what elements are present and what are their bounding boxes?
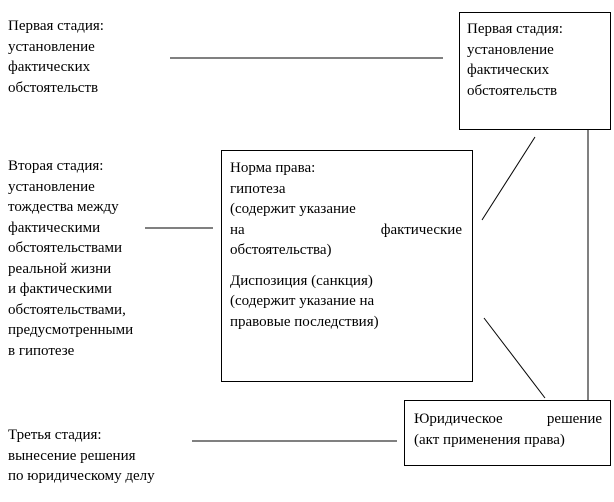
connector-norm-to-decision — [483, 317, 546, 399]
norm-box-disposition-desc: правовые последствия) — [230, 313, 379, 330]
decision-box: Юридическое решение (акт применения прав… — [404, 400, 611, 466]
norm-box: Норма права: гипотеза (содержит указание… — [221, 150, 473, 382]
fact-box-line: установление — [467, 41, 554, 58]
stage2-line: обстоятельствами, — [8, 301, 126, 318]
stage2-line: Вторая стадия: — [8, 158, 104, 174]
norm-box-hypothesis-word: на — [230, 221, 245, 238]
decision-box-word: Юридическое — [414, 411, 503, 427]
stage2-line: и фактическими — [8, 281, 112, 297]
norm-box-hypothesis-desc: (содержит указание — [230, 201, 356, 217]
norm-box-disposition-desc: (содержит указание на — [230, 293, 375, 309]
stage1-line: фактических — [8, 59, 91, 75]
stage2-text: Вторая стадия: установление тождества ме… — [8, 156, 133, 361]
stage2-line: реальной жизни — [8, 260, 112, 277]
stage2-line: тождества между — [8, 199, 119, 215]
stage3-text: Третья стадия: вынесение решения по юрид… — [8, 425, 155, 487]
norm-box-title: Норма права: — [230, 160, 316, 176]
norm-box-hypothesis-desc-line: на фактические — [230, 220, 462, 241]
stage3-line: Третья стадия: — [8, 427, 102, 443]
stage1-line: Первая стадия: — [8, 18, 104, 34]
stage3-line: по юридическому делу — [8, 468, 155, 484]
fact-box: Первая стадия: установление фактических … — [459, 12, 611, 130]
stage1-line: установление — [8, 38, 95, 55]
stage3-line: вынесение решения — [8, 447, 136, 464]
norm-box-disposition: Диспозиция (санкция) — [230, 272, 373, 289]
decision-box-line: Юридическое решение — [414, 409, 602, 430]
stage2-line: обстоятельствами — [8, 240, 123, 256]
stage2-line: установление — [8, 178, 95, 195]
decision-box-line: (акт применения права) — [414, 431, 565, 448]
connector-fact-to-norm — [481, 136, 536, 221]
fact-box-line: фактических — [467, 62, 550, 78]
stage2-line: в гипотезе — [8, 342, 75, 359]
fact-box-line: Первая стадия: — [467, 21, 563, 37]
stage2-line: предусмотренными — [8, 322, 134, 338]
fact-box-line: обстоятельств — [467, 82, 558, 99]
stage1-text: Первая стадия: установление фактических … — [8, 16, 104, 98]
decision-box-word: решение — [546, 411, 602, 427]
norm-box-hypothesis: гипотеза — [230, 180, 286, 197]
norm-box-hypothesis-desc: обстоятельства) — [230, 242, 332, 258]
stage1-line: обстоятельств — [8, 79, 99, 96]
norm-box-hypothesis-word: фактические — [380, 221, 462, 238]
stage2-line: фактическими — [8, 219, 101, 236]
